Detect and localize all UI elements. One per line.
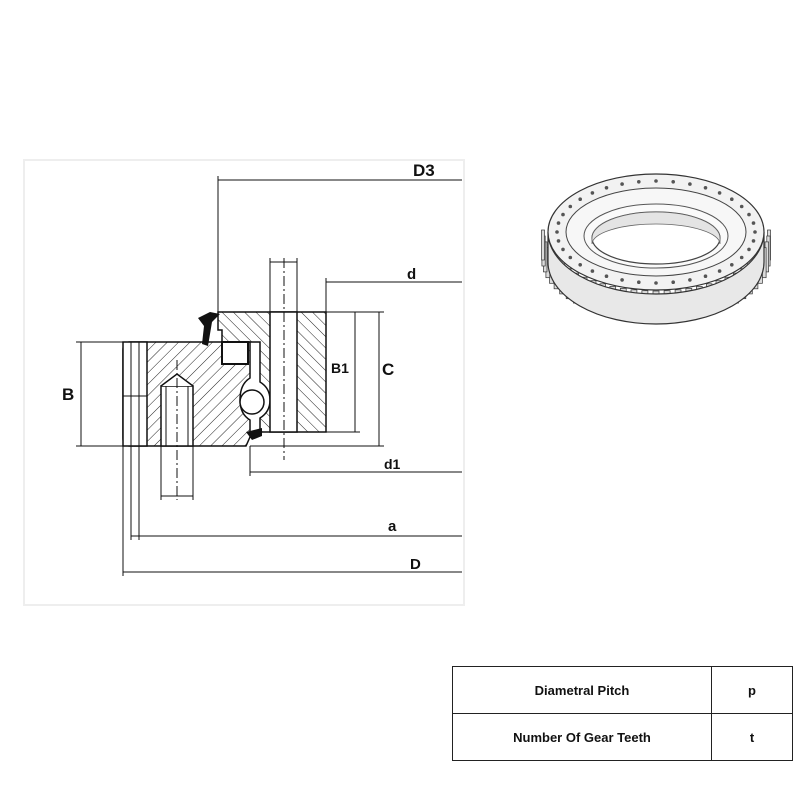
bolt-hole [578,263,582,267]
bolt-hole [730,197,734,201]
bolt-hole [590,191,595,195]
spec-name: Number Of Gear Teeth [452,713,712,761]
label-d: d [407,266,416,283]
bolt-hole [561,212,565,217]
bolt-hole [654,281,658,285]
label-B1: B1 [331,360,349,376]
spec-name: Diametral Pitch [452,666,712,714]
bolt-hole [730,263,734,267]
label-D3: D3 [413,161,435,180]
top-seal [198,312,220,346]
bolt-hole [747,247,751,252]
roller [221,341,249,365]
bolt-hole [637,280,641,285]
label-C: C [382,360,394,379]
bolt-hole [739,255,744,260]
label-d1: d1 [384,456,401,472]
bolt-hole [688,278,692,282]
table-row: Diametral Pitch p [452,666,793,714]
bolt-hole [555,230,559,234]
bolt-hole [753,230,757,234]
spec-table: Diametral Pitch p Number Of Gear Teeth t [452,666,793,761]
gear-tooth-strip [122,341,148,447]
table-row: Number Of Gear Teeth t [452,713,793,761]
bolt-hole [751,221,756,225]
bolt-hole [568,255,573,260]
bolt-hole [578,197,582,201]
bolt-hole [556,239,561,243]
bolt-hole [620,278,624,282]
bolt-hole [703,274,708,279]
dimension-lines [76,176,462,576]
spec-symbol: p [711,666,793,714]
gear-tooth [541,229,545,261]
label-D: D [410,556,421,573]
label-B: B [62,385,74,404]
bolt-hole [747,212,751,217]
bolt-hole [561,247,565,252]
gear-ring-illustration [541,173,771,325]
bolt-hole [671,180,675,184]
bolt-hole [717,269,722,273]
bolt-hole [590,269,595,273]
bottom-seal [246,428,262,440]
drawing-frame [23,159,465,606]
bolt-hole [620,182,624,186]
cross-section [122,258,327,500]
bolt-hole [556,221,561,225]
bolt-hole [568,204,573,209]
bolt-hole [671,280,675,285]
gear-band [547,231,765,325]
bolt-hole [654,179,658,183]
bolt-hole [637,180,641,184]
bolt-hole [703,186,708,190]
bolt-holes [555,179,757,285]
ball [239,389,265,415]
label-a: a [388,518,397,535]
bolt-hole [688,182,692,186]
bolt-hole [604,274,609,279]
spec-symbol: t [711,713,793,761]
bolt-hole [739,204,744,209]
bolt-hole [717,191,722,195]
bolt-hole [604,186,609,190]
bolt-hole [751,239,756,243]
